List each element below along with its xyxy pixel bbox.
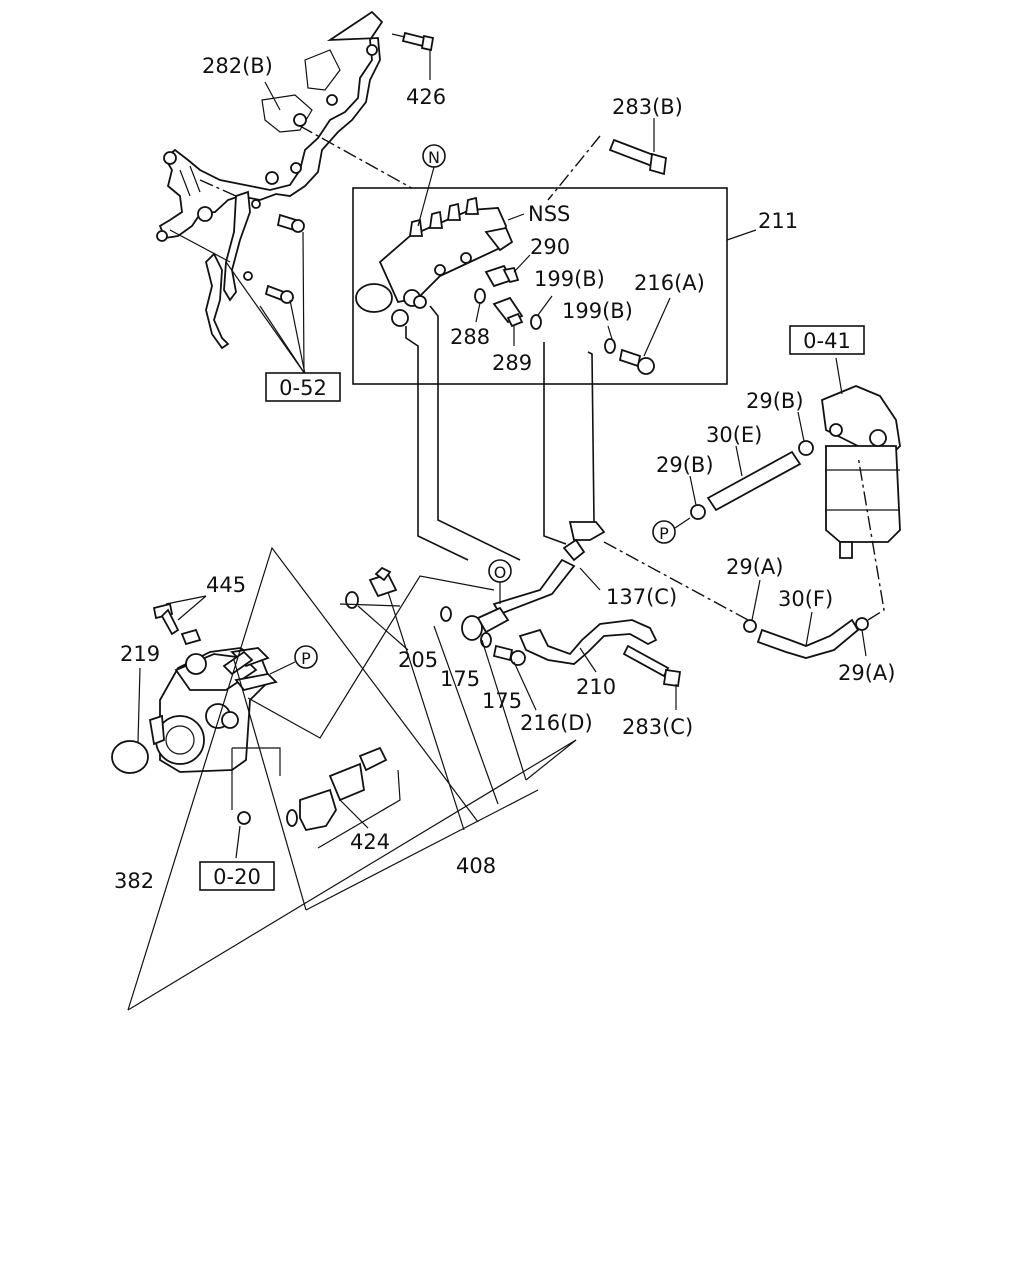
assembly-leaders [127,546,577,1011]
callout-29a-2: 29(A) [838,661,895,685]
callout-216a: 216(A) [634,271,705,295]
marker-n: N [417,144,446,227]
washer-199b-1 [530,295,553,330]
ref-label-052: 0-52 [279,376,327,400]
callout-282b: 282(B) [202,54,273,78]
bolt-216a [618,297,671,375]
leader-211 [726,229,757,241]
leader-282b [264,81,281,111]
clamp-29a-1 [743,579,761,633]
callout-nss: NSS [528,202,570,226]
callout-205: 205 [398,648,438,672]
fitting-289 [492,296,524,346]
bracket-arm [205,190,261,350]
callout-30e: 30(E) [706,423,762,447]
nut-020 [235,811,251,859]
clamp-29b-1 [797,411,814,456]
hose-30e [706,445,802,512]
callout-29b-2: 29(B) [656,453,714,477]
callout-283c: 283(C) [622,715,693,739]
centerline-bracket-2 [199,179,237,197]
callout-211: 211 [758,209,798,233]
callout-288: 288 [450,325,490,349]
washer-199b-2 [604,325,616,354]
banjo-fitting [461,606,510,641]
marker-p-pump: P [269,645,318,675]
callout-137c: 137(C) [606,585,677,609]
callout-382: 382 [114,869,154,893]
bracket-bolts [264,213,305,304]
ref-label-041: 0-41 [803,329,851,353]
callout-199b-1: 199(B) [534,267,605,291]
bolt-283c [622,644,682,710]
leader-nss [507,213,525,221]
callout-426: 426 [406,85,446,109]
callout-29b-1: 29(B) [746,389,804,413]
pipe-outlines [405,305,595,561]
callout-289: 289 [492,351,532,375]
washer-175-1 [440,606,452,622]
marker-n-label: N [428,148,440,167]
marker-o-label: O [494,563,507,582]
valve-block [355,196,514,327]
sensor-424 [286,746,388,832]
callout-210: 210 [576,675,616,699]
callout-175b: 175 [482,689,522,713]
callout-219: 219 [120,642,160,666]
flow-line-filter-return [857,455,885,621]
bolt-216d [492,644,537,711]
fitting-408 [368,566,465,831]
fitting-290 [484,254,531,288]
marker-p-filter-label: P [659,524,669,543]
callout-29a-1: 29(A) [726,555,783,579]
hose-30f [756,611,860,659]
ref-box-041[interactable]: 0-41 [789,325,865,355]
callout-30f: 30(F) [778,587,833,611]
callout-216d: 216(D) [520,711,593,735]
fuel-filter [821,357,901,559]
clamp-29a-2 [855,617,869,657]
bolt-283b [547,118,667,201]
callout-199b-2: 199(B) [562,299,633,323]
flow-line-to-filter [603,541,749,621]
injection-pump [148,647,278,773]
bolt-426 [391,31,435,80]
callout-labels: 282(B) 426 283(B) NSS 211 290 199(B) 216… [114,54,895,893]
pipe-137c [492,521,606,616]
washer-288 [474,288,486,323]
callout-408: 408 [456,854,496,878]
marker-p-filter: P [652,517,691,544]
clamp-29b-2 [689,475,706,520]
callout-175a: 175 [440,667,480,691]
bracket-282b [156,10,384,242]
bolt-445 [152,595,207,646]
ref-label-020: 0-20 [213,865,261,889]
ref-box-052[interactable]: 0-52 [265,372,341,402]
marker-p-pump-label: P [301,649,311,668]
pipe-210 [518,619,658,673]
callout-290: 290 [530,235,570,259]
callout-445: 445 [206,573,246,597]
oring-205 [345,591,409,651]
ref-box-020[interactable]: 0-20 [199,861,275,891]
callout-283b: 283(B) [612,95,683,119]
marker-o: O [488,559,512,604]
oring-219 [111,667,149,774]
callout-424: 424 [350,830,390,854]
ref-052-leaders [169,229,306,375]
